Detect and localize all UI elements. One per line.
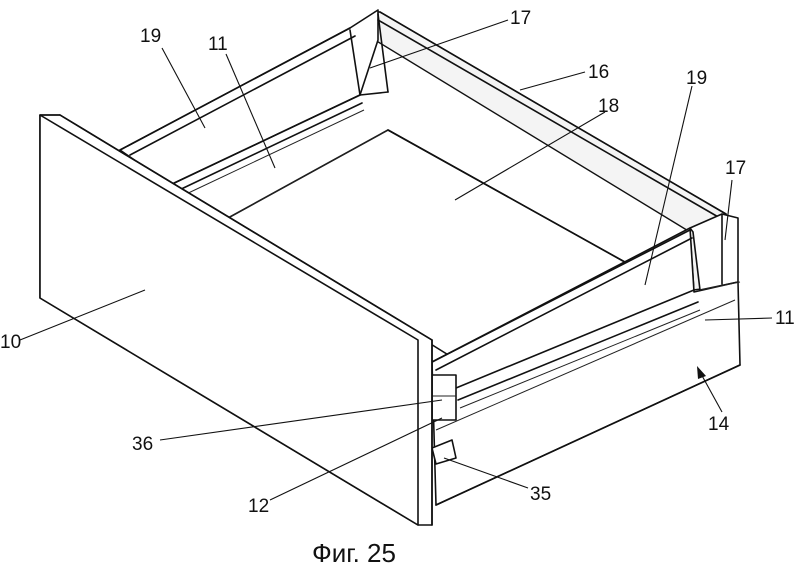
right-mid-rail-2 <box>457 301 699 401</box>
front-connector-36 <box>431 374 457 421</box>
label-10: 10 <box>0 332 21 353</box>
label-36: 36 <box>132 434 153 455</box>
label-12: 12 <box>248 496 269 517</box>
left-rail-lower-3 <box>181 109 365 197</box>
right-upper-rail-2 <box>435 237 693 371</box>
right-upper-rail <box>431 229 691 363</box>
rear-left-post <box>349 29 361 96</box>
label-14: 14 <box>708 414 730 435</box>
bottom-edge-rear <box>387 129 633 267</box>
label-17-right: 17 <box>725 158 746 179</box>
front-panel-top <box>59 114 433 341</box>
right-mid-rail <box>455 289 695 389</box>
leader-lines <box>19 19 773 501</box>
bottom-edge-left <box>227 129 389 219</box>
right-lower-edge <box>435 364 741 506</box>
label-11-left: 11 <box>208 34 228 55</box>
right-dash-lower <box>699 281 741 291</box>
front-connector-35 <box>431 439 457 465</box>
right-mid-rail-3 <box>459 309 701 409</box>
left-rail-lower <box>169 94 361 186</box>
left-rail-lower-2 <box>174 102 363 193</box>
rear-left-post-2 <box>377 13 389 93</box>
label-19-right: 19 <box>686 68 707 89</box>
label-18: 18 <box>598 96 619 117</box>
label-35: 35 <box>530 484 551 505</box>
label-11-right: 11 <box>775 308 795 329</box>
left-rail-edge <box>119 27 351 151</box>
right-bottom-plate <box>435 299 736 431</box>
front-panel-face <box>39 114 419 526</box>
label-17-top: 17 <box>510 8 531 29</box>
rear-top-rail-2 <box>377 19 721 219</box>
label-19-left: 19 <box>140 26 161 47</box>
left-rail-edge-2 <box>129 35 356 156</box>
rear-left-post-3 <box>359 91 389 96</box>
rear-top-rail <box>379 11 727 215</box>
label-16: 16 <box>588 62 609 83</box>
figure-caption: Фиг. 25 <box>312 538 396 568</box>
